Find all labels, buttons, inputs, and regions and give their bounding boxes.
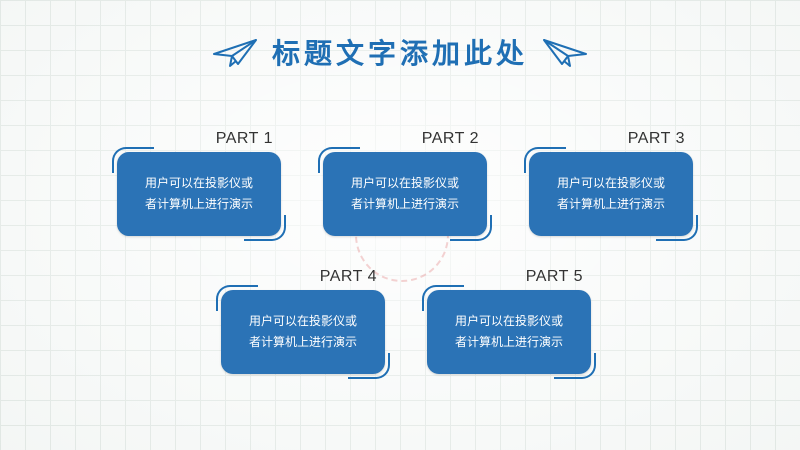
card-text-line: 者计算机上进行演示	[248, 335, 357, 349]
card-box: 用户可以在投影仪或 者计算机上进行演示	[529, 152, 693, 236]
corner-bracket	[422, 285, 464, 311]
card-text: 用户可以在投影仪或 者计算机上进行演示	[129, 173, 269, 215]
card-text-line: 用户可以在投影仪或	[350, 176, 459, 190]
corner-bracket	[554, 353, 596, 379]
card-label: PART 1	[215, 130, 273, 147]
card-label: PART 4	[319, 268, 377, 285]
card-text-line: 者计算机上进行演示	[350, 197, 459, 211]
card-text-line: 者计算机上进行演示	[454, 335, 563, 349]
card-text: 用户可以在投影仪或 者计算机上进行演示	[335, 173, 475, 215]
card-box: 用户可以在投影仪或 者计算机上进行演示	[427, 290, 591, 374]
corner-bracket	[524, 147, 566, 173]
title-bar: 标题文字添加此处	[0, 30, 800, 74]
card-text: 用户可以在投影仪或 者计算机上进行演示	[233, 311, 373, 353]
card-text-line: 者计算机上进行演示	[144, 197, 253, 211]
card-text-line: 用户可以在投影仪或	[248, 314, 357, 328]
card-part-1: PART 1 用户可以在投影仪或 者计算机上进行演示	[112, 130, 286, 241]
card-part-4: PART 4 用户可以在投影仪或 者计算机上进行演示	[216, 268, 390, 379]
card-box: 用户可以在投影仪或 者计算机上进行演示	[221, 290, 385, 374]
card-label: PART 5	[525, 268, 583, 285]
card-part-3: PART 3 用户可以在投影仪或 者计算机上进行演示	[524, 130, 698, 241]
card-text-line: 者计算机上进行演示	[556, 197, 665, 211]
corner-bracket	[244, 215, 286, 241]
card-part-2: PART 2 用户可以在投影仪或 者计算机上进行演示	[318, 130, 492, 241]
corner-bracket	[216, 285, 258, 311]
card-label: PART 2	[421, 130, 479, 147]
card-text-line: 用户可以在投影仪或	[144, 176, 253, 190]
corner-bracket	[112, 147, 154, 173]
card-text: 用户可以在投影仪或 者计算机上进行演示	[439, 311, 579, 353]
corner-bracket	[450, 215, 492, 241]
paper-plane-icon	[543, 39, 587, 67]
paper-plane-icon	[212, 39, 257, 67]
card-text-line: 用户可以在投影仪或	[556, 176, 665, 190]
corner-bracket	[656, 215, 698, 241]
corner-bracket	[318, 147, 360, 173]
card-box: 用户可以在投影仪或 者计算机上进行演示	[323, 152, 487, 236]
card-text-line: 用户可以在投影仪或	[454, 314, 563, 328]
page-title: 标题文字添加此处	[271, 37, 528, 70]
card-text: 用户可以在投影仪或 者计算机上进行演示	[541, 173, 681, 215]
card-box: 用户可以在投影仪或 者计算机上进行演示	[117, 152, 281, 236]
card-part-5: PART 5 用户可以在投影仪或 者计算机上进行演示	[422, 268, 596, 379]
card-label: PART 3	[627, 130, 685, 147]
corner-bracket	[348, 353, 390, 379]
